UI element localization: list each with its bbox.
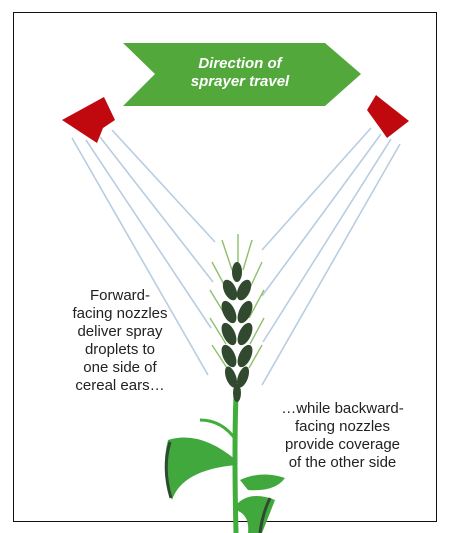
caption-line: facing nozzles (72, 305, 168, 322)
backward-nozzle-icon (367, 95, 409, 138)
direction-arrow (123, 43, 361, 106)
forward-nozzle-caption: Forward- facing nozzles deliver spray dr… (50, 287, 190, 395)
direction-label-line-2: sprayer travel (190, 73, 290, 90)
caption-line: of the other side (288, 454, 397, 471)
caption-line: provide coverage (284, 436, 401, 453)
forward-nozzle-icon (62, 97, 115, 143)
right-spray-fan (261, 127, 401, 386)
caption-line: deliver spray (77, 323, 163, 340)
wheat-plant-illustration (164, 234, 285, 533)
direction-label-line-1: Direction of (198, 55, 282, 72)
left-spray-fan (71, 129, 216, 376)
caption-line: Forward- (89, 287, 150, 304)
caption-line: facing nozzles (294, 418, 391, 435)
caption-line: one side of (83, 359, 157, 376)
caption-line: …while backward- (281, 400, 404, 417)
caption-line: cereal ears… (75, 377, 165, 394)
backward-nozzle-caption: …while backward- facing nozzles provide … (265, 400, 420, 472)
direction-label: Direction of sprayer travel (150, 55, 330, 91)
figure-border (13, 12, 437, 522)
caption-line: droplets to (84, 341, 156, 358)
